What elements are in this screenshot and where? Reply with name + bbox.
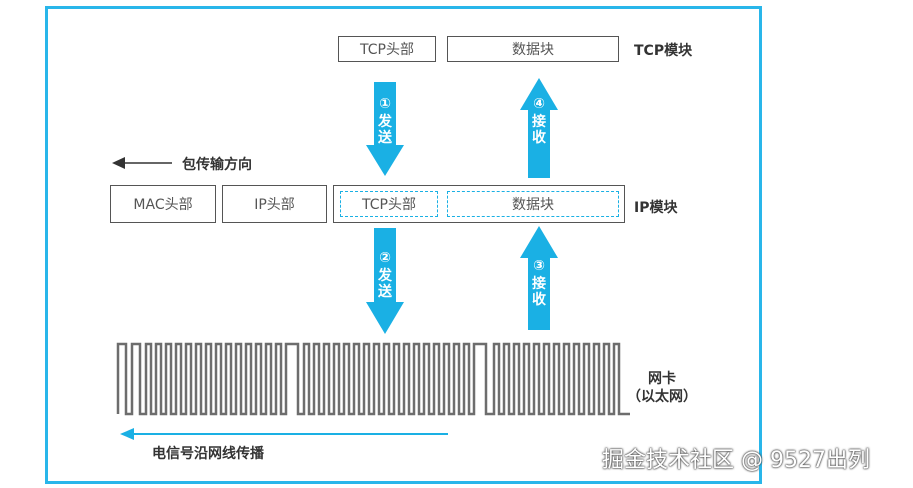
step3-text-1: 接收	[529, 276, 549, 308]
packet-direction-arrow	[112, 157, 172, 169]
ip-module-label: IP模块	[634, 200, 678, 216]
tcp-data-box: 数据块	[447, 36, 619, 62]
receive-arrow-3	[520, 226, 558, 330]
step4-text-1: 接收	[529, 114, 549, 146]
ethernet-signal-wave	[116, 342, 630, 416]
step3-number: ③	[533, 258, 545, 274]
send-arrow-2	[366, 228, 404, 334]
ip-header-box: IP头部	[222, 185, 327, 223]
step3-text: 接收	[532, 276, 546, 308]
step1-number: ①	[379, 96, 391, 112]
step2-text: 发送	[378, 268, 392, 300]
signal-label: 电信号沿网线传播	[152, 446, 264, 462]
nic-ethernet-label: （以太网）	[627, 389, 697, 405]
step2-text-1: 发送	[375, 268, 395, 300]
watermark: 掘金技术社区 @ 9527出列	[602, 448, 870, 473]
signal-direction-arrow	[120, 428, 448, 440]
ip-tcp-header-dashed: TCP头部	[340, 191, 438, 217]
step4-number: ④	[533, 96, 545, 112]
mac-header-box: MAC头部	[110, 185, 216, 223]
tcp-header-box: TCP头部	[338, 36, 436, 62]
tcp-module-label: TCP模块	[634, 43, 693, 59]
step2-number: ②	[379, 250, 391, 266]
step1-text: 发送	[378, 114, 392, 146]
send-arrow-1	[366, 82, 404, 176]
step1-text-1: 发送	[375, 114, 395, 146]
receive-arrow-4	[520, 78, 558, 178]
nic-label: 网卡	[648, 371, 676, 387]
ip-data-dashed: 数据块	[447, 191, 619, 217]
diagram-frame	[45, 6, 762, 484]
step4-text: 接收	[532, 114, 546, 146]
packet-direction-label: 包传输方向	[182, 157, 252, 173]
